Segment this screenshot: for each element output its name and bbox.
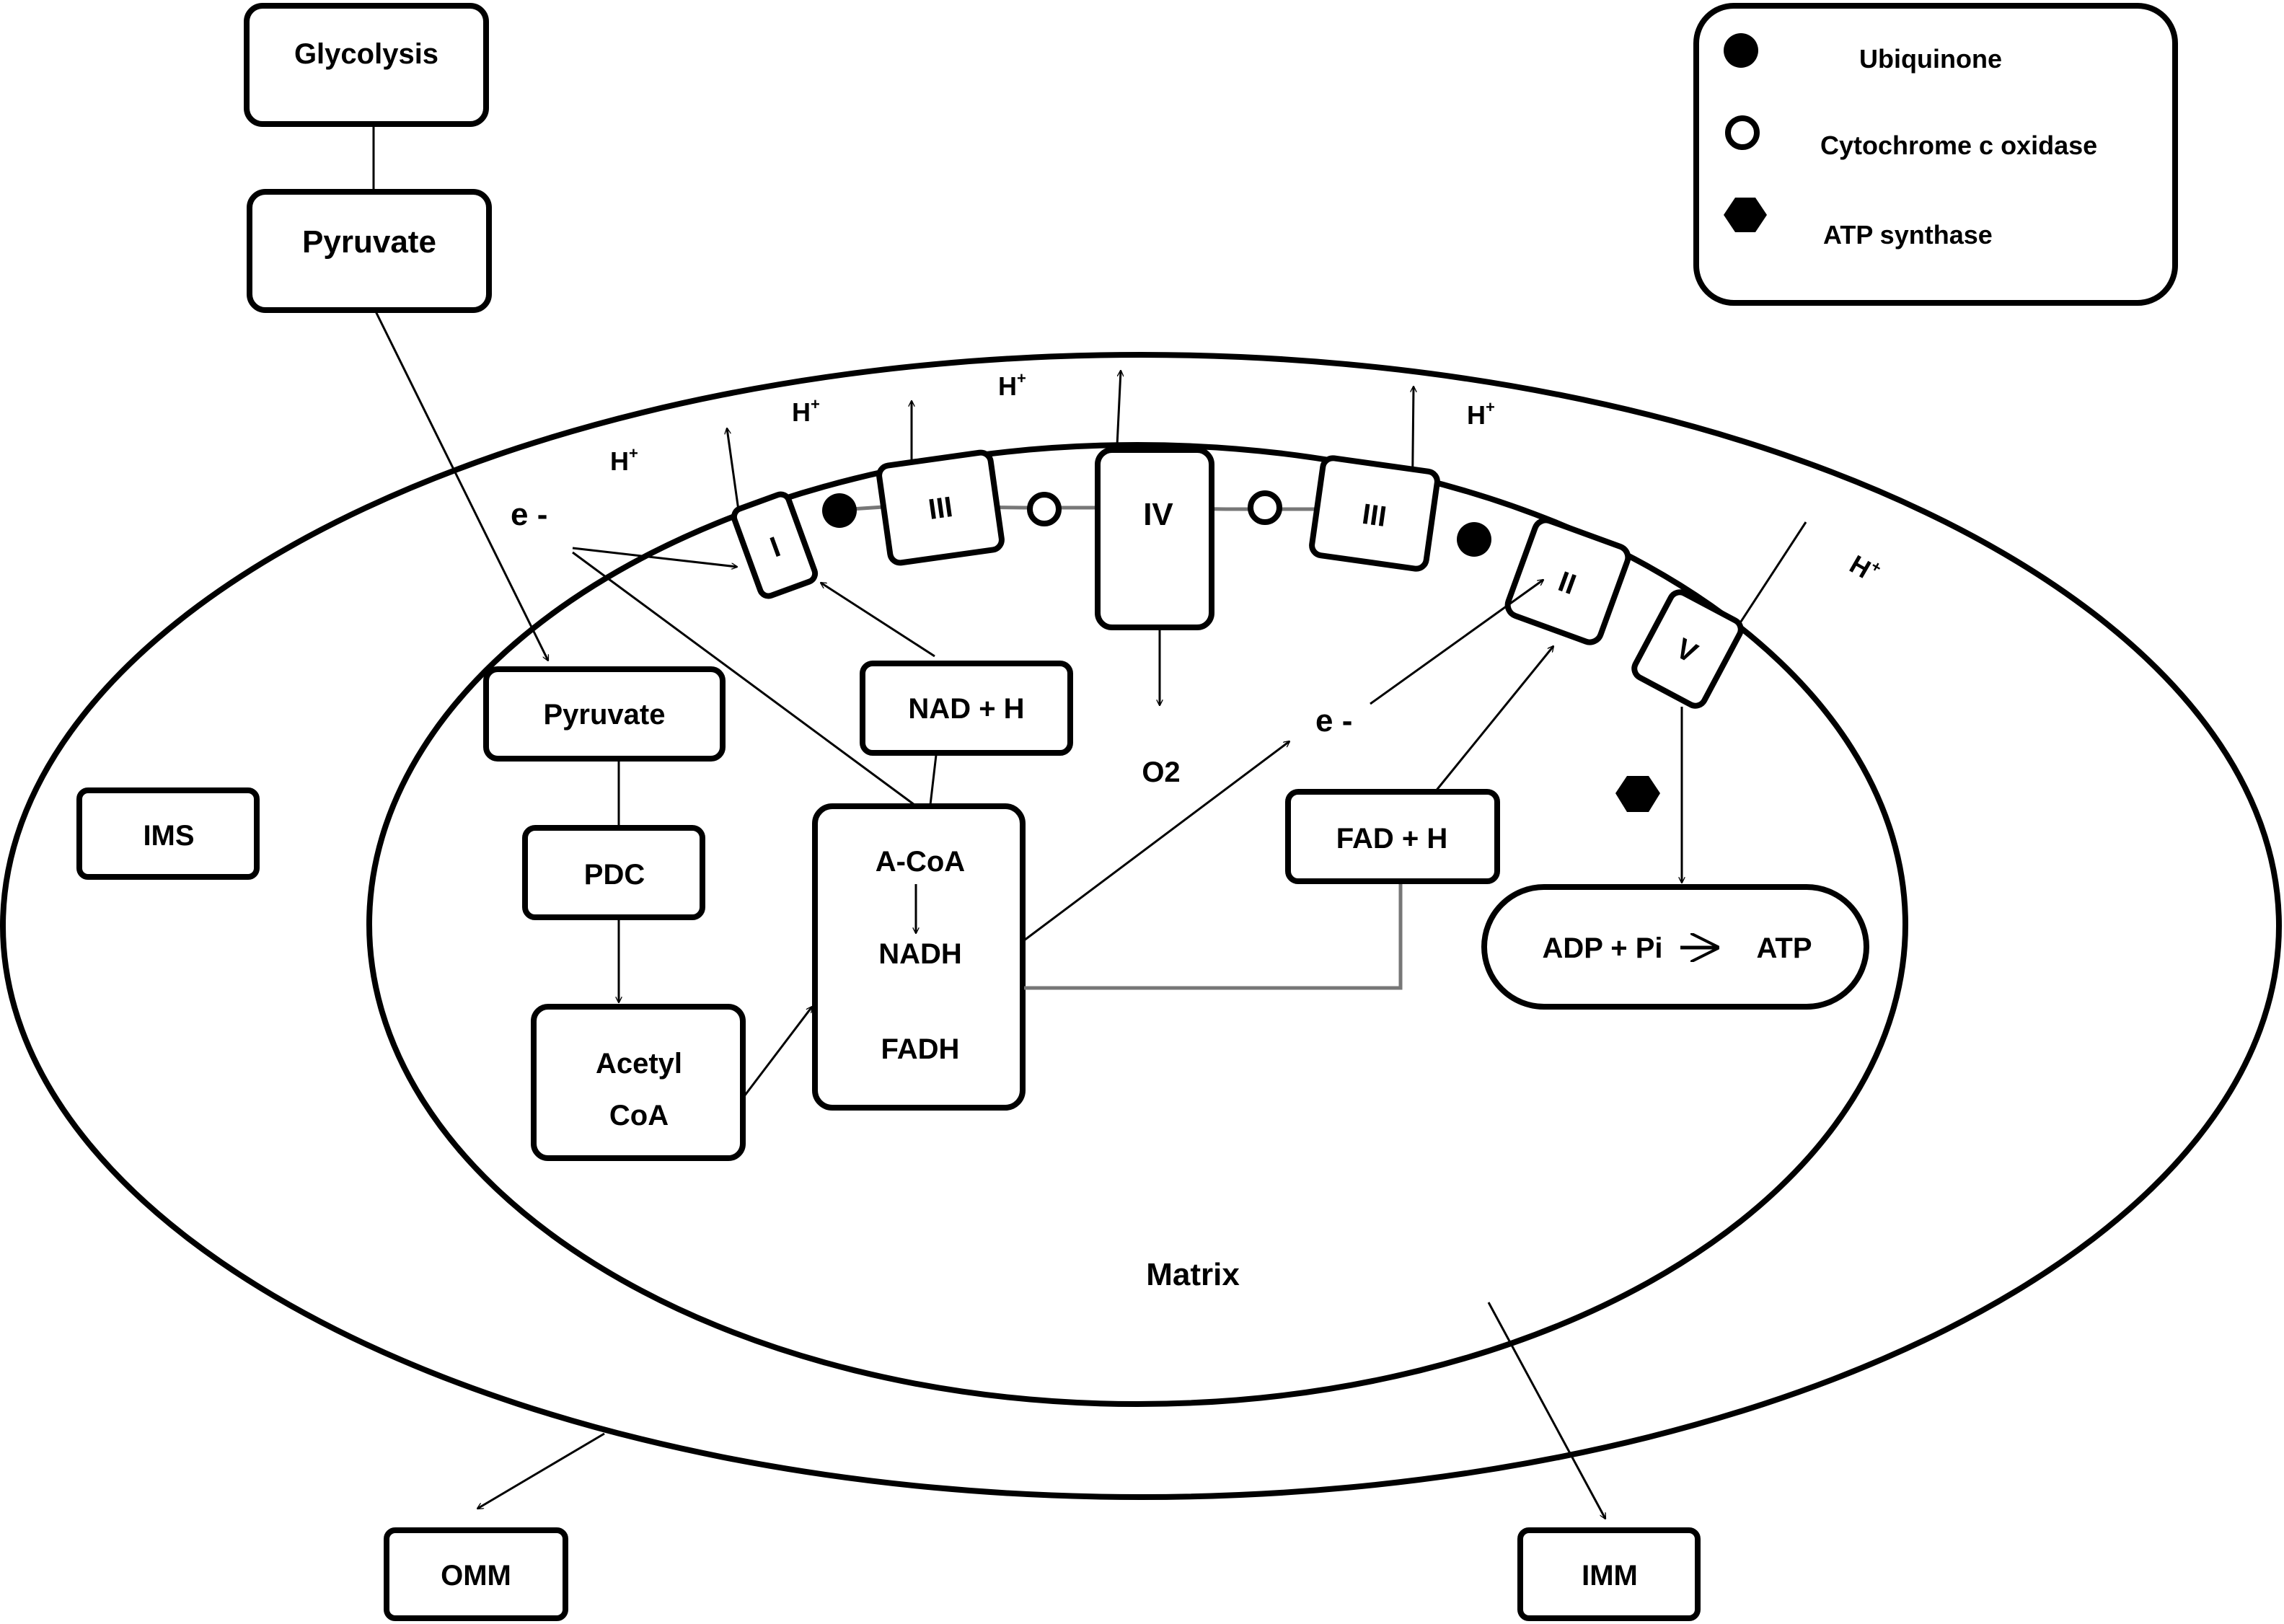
arrow-electron-to-complex-i xyxy=(572,547,737,567)
proton-label-3: H+ xyxy=(998,369,1026,401)
krebs-label-fadh: FADH xyxy=(881,1033,960,1065)
krebs-label-acoa: A-CoA xyxy=(876,846,965,878)
arrow-nad-to-complex-i xyxy=(821,583,935,658)
acetyl-coa-label-line1: Acetyl xyxy=(596,1048,682,1080)
atp-synthase-marker xyxy=(1615,776,1660,812)
legend-label-cytochrome-c-oxidase: Cytochrome c oxidase xyxy=(1820,131,2097,160)
nad-h-label: NAD + H xyxy=(908,693,1024,725)
svg-text:H+: H+ xyxy=(998,369,1026,401)
arrow-imm-pointer xyxy=(1487,1302,1607,1519)
legend-label-atp-synthase: ATP synthase xyxy=(1823,220,1993,250)
inner-mitochondrial-membrane xyxy=(366,442,1908,1407)
imm-box: IMM xyxy=(1517,1527,1701,1621)
krebs-label-nadh: NADH xyxy=(878,938,962,970)
complex-iii-a-label: III xyxy=(927,491,955,526)
complex-ii: II xyxy=(1504,517,1631,645)
complex-iii-a: III xyxy=(876,449,1005,566)
oxygen-label: O2 xyxy=(1142,756,1180,788)
proton-label-4: H+ xyxy=(1467,398,1495,430)
svg-text:H+: H+ xyxy=(1467,398,1495,430)
cytochrome-symbol xyxy=(1725,115,1760,150)
nad-h-box: NAD + H xyxy=(860,661,1073,756)
complex-v: V xyxy=(1631,589,1744,709)
connector-krebs-fad xyxy=(1024,881,1403,990)
proton-label-2: H+ xyxy=(792,395,820,427)
proton-label-5: H+ xyxy=(1845,547,1885,589)
pyruvate-inner-label: Pyruvate xyxy=(544,699,666,731)
ubiquinone-symbol xyxy=(1724,33,1758,68)
krebs-cycle-box: A-CoA NADH FADH xyxy=(812,803,1026,1111)
atp-production-box: ADP + Pi ATP xyxy=(1481,884,1869,1010)
complex-i: I xyxy=(731,491,819,599)
arrow-krebs-to-electron xyxy=(1023,741,1289,942)
arrow-fad-to-complex-ii xyxy=(1434,646,1553,793)
outer-mitochondrial-membrane xyxy=(0,352,2282,1500)
ubiquinone-1 xyxy=(822,493,857,528)
atp-product-label: ATP xyxy=(1756,932,1812,964)
pyruvate-outer-box: Pyruvate xyxy=(247,189,492,313)
electron-label-right: e - xyxy=(1315,703,1352,738)
fad-h-box: FAD + H xyxy=(1285,789,1500,884)
omm-box: OMM xyxy=(384,1527,568,1621)
proton-label-1: H+ xyxy=(610,444,638,476)
line-electron-to-krebs xyxy=(572,551,915,806)
svg-text:H+: H+ xyxy=(1845,547,1885,589)
omm-label: OMM xyxy=(441,1560,511,1592)
complex-iii-b: III xyxy=(1309,455,1440,572)
cytochrome-2 xyxy=(1248,490,1282,525)
acetyl-coa-box: Acetyl CoA xyxy=(531,1004,746,1161)
atp-synthase-symbol xyxy=(1724,198,1767,232)
cytochrome-1 xyxy=(1027,492,1062,526)
arrow-omm-pointer xyxy=(477,1432,605,1510)
imm-label: IMM xyxy=(1582,1560,1638,1592)
complex-iii-b-label: III xyxy=(1360,498,1388,533)
pyruvate-outer-label: Pyruvate xyxy=(302,224,436,260)
fad-h-label: FAD + H xyxy=(1336,823,1447,855)
legend: Ubiquinone Cytochrome c oxidase ATP synt… xyxy=(1693,3,2178,306)
pdc-label: PDC xyxy=(584,859,645,891)
svg-text:H+: H+ xyxy=(792,395,820,427)
glycolysis-box: Glycolysis xyxy=(244,3,489,127)
svg-text:H+: H+ xyxy=(610,444,638,476)
glycolysis-label: Glycolysis xyxy=(294,38,438,70)
ims-label: IMS xyxy=(143,820,194,852)
matrix-label: Matrix xyxy=(1146,1257,1240,1292)
pdc-box: PDC xyxy=(522,825,705,920)
ubiquinone-2 xyxy=(1457,522,1491,557)
electron-label-left: e - xyxy=(511,497,547,532)
pyruvate-inner-box: Pyruvate xyxy=(483,666,726,762)
arrow-acetyl-to-krebs xyxy=(743,1007,812,1097)
atp-reactants-label: ADP + Pi xyxy=(1542,932,1662,964)
acetyl-coa-label-line2: CoA xyxy=(609,1100,669,1131)
complex-iv-label: IV xyxy=(1143,497,1173,532)
complex-iv: IV xyxy=(1095,447,1214,630)
ims-box: IMS xyxy=(76,787,260,880)
legend-label-ubiquinone: Ubiquinone xyxy=(1859,44,2002,74)
arrow-pyruvate-to-matrix xyxy=(374,309,550,661)
arrow-electron-to-complex-ii xyxy=(1370,580,1543,705)
